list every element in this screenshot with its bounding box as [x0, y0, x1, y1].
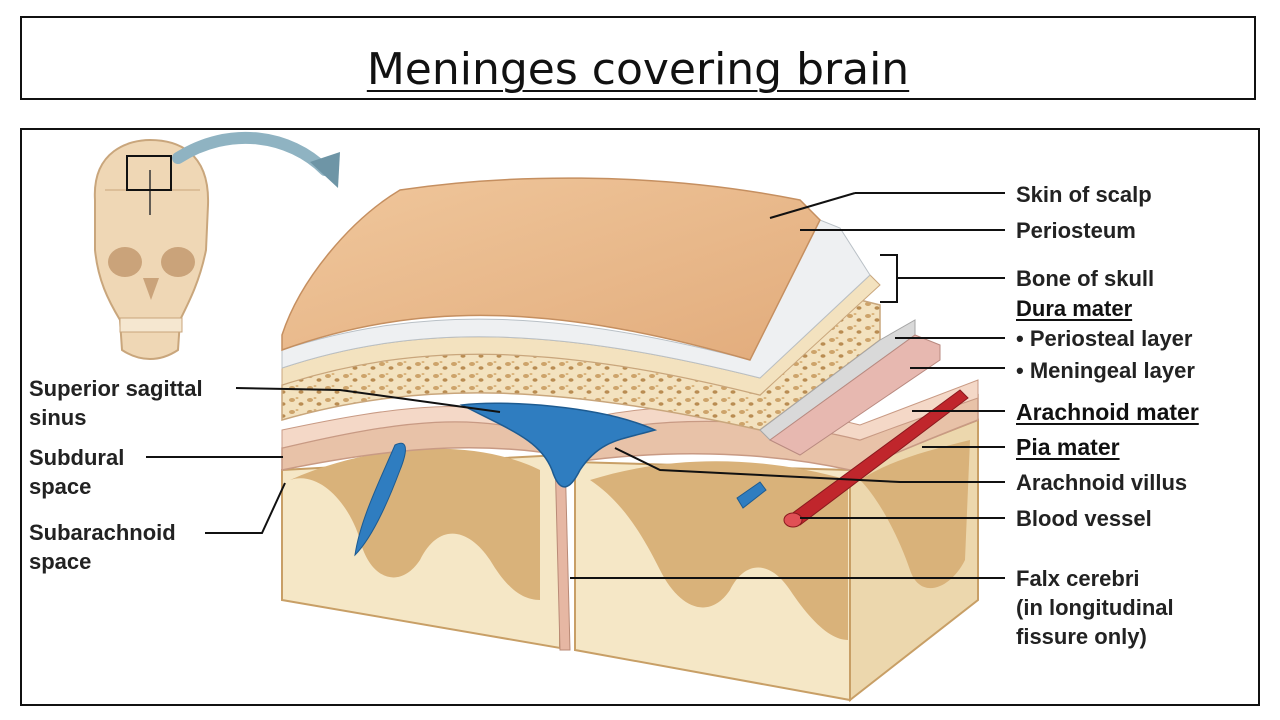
leader-lines — [146, 192, 1005, 579]
subdural-line-1: Subdural — [29, 445, 125, 470]
falx-line-2: (in longitudinal — [1016, 595, 1174, 620]
leader-villus — [614, 447, 1005, 483]
label-arachnoid-mater: Arachnoid mater — [1016, 399, 1199, 425]
title-box: Meninges covering brain — [20, 16, 1256, 100]
label-meningeal-layer: • Meningeal layer — [1016, 358, 1195, 383]
superior-sagittal-sinus — [459, 402, 658, 488]
dura-periosteal-wedge — [759, 319, 916, 441]
leader-subarachnoid — [205, 482, 286, 534]
sinus-line-2: sinus — [29, 405, 87, 430]
label-bone-of-skull: Bone of skull — [1016, 266, 1155, 291]
label-pia-mater: Pia mater — [1016, 434, 1120, 460]
label-falx-cerebri: Falx cerebri (in longitudinal fissure on… — [1016, 564, 1174, 651]
label-subarachnoid-space: Subarachnoid space — [29, 518, 176, 576]
blood-vessel-blue — [736, 481, 767, 509]
bone-bracket — [880, 254, 898, 303]
sinus-branch — [354, 442, 406, 557]
label-subdural-space: Subdural space — [29, 443, 124, 501]
skull-thumbnail — [93, 138, 210, 360]
label-skin-of-scalp: Skin of scalp — [1016, 182, 1152, 207]
zoom-arrow-head — [310, 152, 340, 188]
label-arachnoid-villus: Arachnoid villus — [1016, 470, 1188, 495]
sinus-line-1: Superior sagittal — [29, 376, 203, 401]
brain-block — [281, 418, 979, 703]
subarachnoid-line-2: space — [29, 549, 92, 574]
periosteum-layer — [281, 219, 871, 379]
leader-sinus — [235, 387, 501, 413]
scalp-layer — [281, 177, 821, 361]
leader-skin — [769, 192, 856, 219]
zoom-arrow — [172, 131, 331, 176]
label-periosteal-layer: • Periosteal layer — [1016, 326, 1193, 351]
falx-line-1: Falx cerebri — [1016, 566, 1140, 591]
label-dura-mater: Dura mater — [1016, 296, 1133, 321]
label-superior-sagittal-sinus: Superior sagittal sinus — [29, 374, 203, 432]
label-periosteum: Periosteum — [1016, 218, 1136, 243]
blood-vessel-red — [783, 389, 969, 528]
falx-line-3: fissure only) — [1016, 624, 1147, 649]
label-blood-vessel: Blood vessel — [1016, 506, 1152, 531]
page-title: Meninges covering brain — [366, 44, 910, 95]
dura-meningeal-wedge — [769, 334, 941, 456]
subarachnoid-line-1: Subarachnoid — [29, 520, 176, 545]
subdural-line-2: space — [29, 474, 92, 499]
